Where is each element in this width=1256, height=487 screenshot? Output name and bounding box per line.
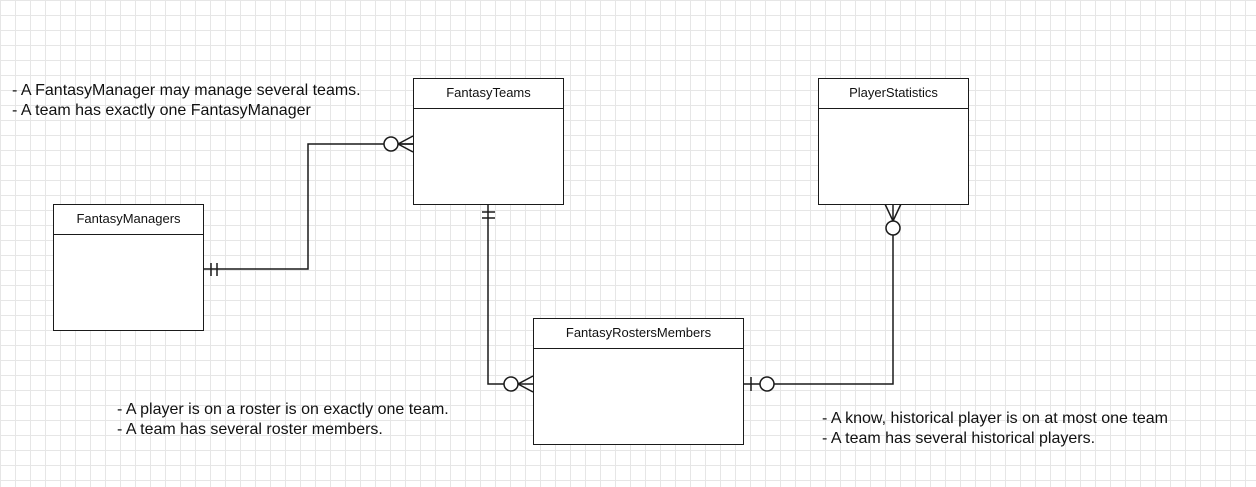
note-manager-team: - A FantasyManager may manage several te… xyxy=(12,81,361,121)
mark-zero-roster-side xyxy=(759,376,775,392)
note-line: - A team has exactly one FantasyManager xyxy=(12,102,311,119)
entity-fantasy-managers[interactable]: FantasyManagers xyxy=(53,204,204,331)
crow-roster-a xyxy=(517,375,534,385)
note-line: - A FantasyManager may manage several te… xyxy=(12,82,361,99)
crow-roster-b xyxy=(517,383,534,393)
crow-teams-a xyxy=(397,135,414,145)
note-historical: - A know, historical player is on at mos… xyxy=(822,409,1168,449)
entity-player-statistics[interactable]: PlayerStatistics xyxy=(818,78,969,205)
entity-fantasy-teams[interactable]: FantasyTeams xyxy=(413,78,564,205)
connector-manager-team xyxy=(203,143,413,270)
entity-title: FantasyTeams xyxy=(414,79,563,109)
crow-stats-b xyxy=(892,203,902,222)
note-line: - A team has several historical players. xyxy=(822,430,1096,447)
crow-stats-a xyxy=(884,203,894,222)
entity-title: FantasyRostersMembers xyxy=(534,319,743,349)
crow-teams-b xyxy=(397,143,414,153)
connector-team-roster xyxy=(487,204,533,385)
note-line: - A player is on a roster is on exactly … xyxy=(117,401,449,418)
mark-zero-roster xyxy=(503,376,519,392)
entity-title: PlayerStatistics xyxy=(819,79,968,109)
mark-zero-teams xyxy=(383,136,399,152)
entity-fantasy-rosters-members[interactable]: FantasyRostersMembers xyxy=(533,318,744,445)
entity-title: FantasyManagers xyxy=(54,205,203,235)
note-roster-team: - A player is on a roster is on exactly … xyxy=(117,400,449,440)
note-line: - A team has several roster members. xyxy=(117,421,383,438)
mark-zero-stats xyxy=(885,220,901,236)
connector-roster-stats xyxy=(743,204,894,385)
note-line: - A know, historical player is on at mos… xyxy=(822,410,1168,427)
